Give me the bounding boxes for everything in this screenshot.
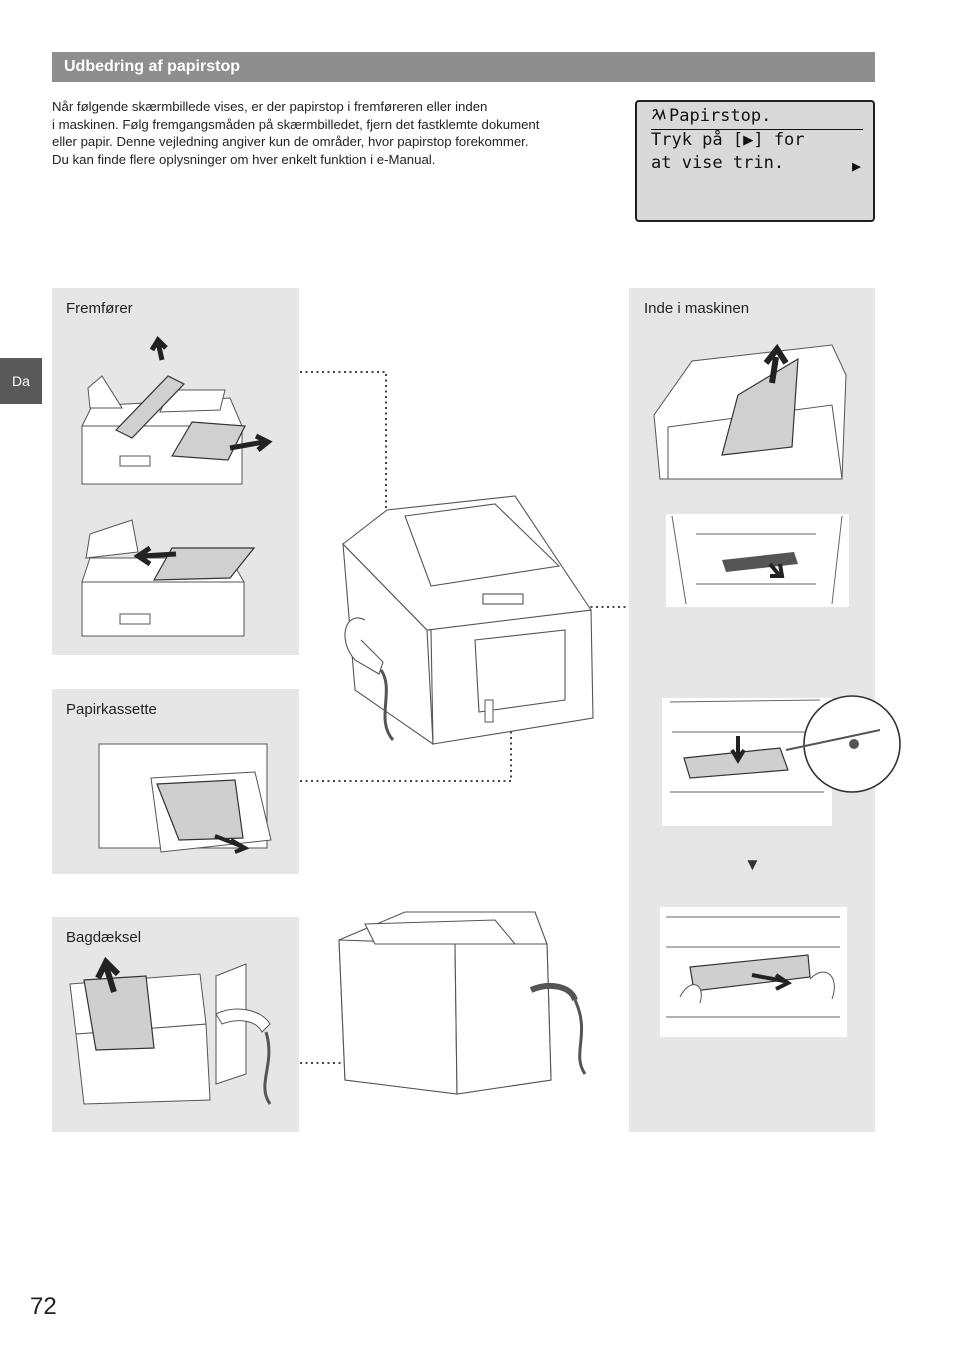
lcd-line-3: at vise trin. [651,153,785,173]
printer-front-illustration [342,495,594,746]
intro-paragraph: Når følgende skærmbillede vises, er der … [52,98,612,168]
panel-label-feeder: Fremfører [66,300,133,317]
page-number: 72 [30,1293,57,1320]
lcd-line-1: Papirstop. [651,106,771,126]
feeder-jam-illustration-2 [81,519,256,637]
intro-line: eller papir. Denne vejledning angiver ku… [52,134,529,150]
section-title: Udbedring af papirstop [64,58,240,75]
inside-jam-illustration-1 [653,343,847,480]
inside-jam-illustration-2 [666,514,849,607]
panel-label-cassette: Papirkassette [66,701,157,718]
intro-line: Du kan finde flere oplysninger om hver e… [52,151,436,167]
lcd-line-1-text: Papirstop. [669,106,772,126]
language-tab: Da [0,358,42,404]
panel-label-inside: Inde i maskinen [644,300,750,317]
paper-jam-icon [652,108,666,121]
next-step-marker: ▼ [744,855,761,874]
panel-label-back-cover: Bagdæksel [66,929,142,946]
lcd-divider [651,129,863,130]
cassette-jam-illustration [98,743,272,854]
inside-jam-illustration-3 [662,695,901,826]
section-header-bar: Udbedring af papirstop [52,52,875,82]
printer-back-illustration [338,911,587,1095]
lcd-right-arrow: ▶ [851,157,861,175]
lcd-line-2: Tryk på [▶] for [651,130,805,150]
lcd-screen: Papirstop. Tryk på [▶] for at vise trin.… [635,100,875,222]
inside-jam-illustration-4 [660,907,847,1037]
intro-line: Når følgende skærmbillede vises, er der … [52,99,488,114]
feeder-jam-illustration-1 [81,335,273,485]
intro-line: i maskinen. Følg fremgangsmåden på skærm… [52,116,540,132]
back-cover-jam-illustration [69,956,272,1105]
